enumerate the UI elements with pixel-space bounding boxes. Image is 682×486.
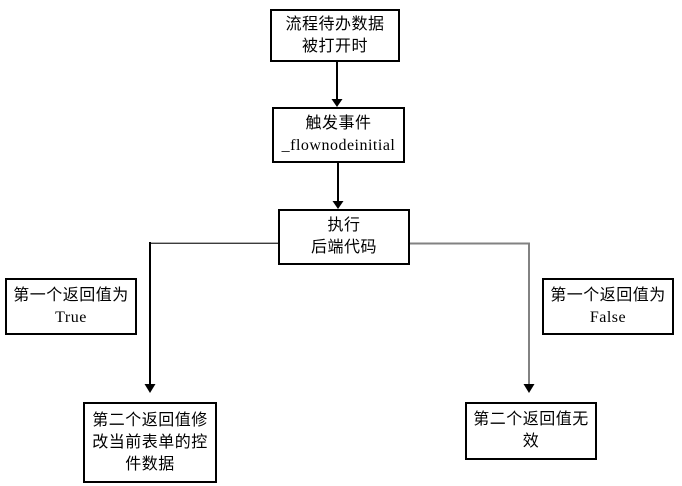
node-trigger-line1: 触发事件: [305, 115, 372, 132]
node-outcome-invalid: 第二个返回值无 效: [465, 402, 597, 460]
node-branch-label-false: 第一个返回值为 False: [542, 278, 674, 335]
node-outcome-true-line3: 件数据: [125, 455, 175, 473]
node-outcome-false-line1: 第二个返回值无: [473, 411, 589, 428]
node-outcome-modify-form: 第二个返回值修 改当前表单的控 件数据: [83, 402, 217, 483]
node-execute-line1: 执行: [327, 217, 361, 234]
node-execute-line2: 后端代码: [310, 239, 377, 256]
node-start: 流程待办数据 被打开时: [270, 9, 400, 62]
node-trigger-line2: _flownodeinitial: [281, 137, 396, 154]
node-execute-backend: 执行 后端代码: [278, 209, 410, 265]
arrowhead-outcome-false: [523, 384, 535, 393]
node-branch-false-line1: 第一个返回值为: [550, 286, 666, 304]
node-outcome-true-line1: 第二个返回值修: [92, 411, 208, 429]
arrowhead-trigger: [331, 99, 343, 107]
arrowhead-execute: [332, 201, 344, 209]
node-start-line2: 被打开时: [301, 37, 368, 55]
node-branch-true-line2: True: [55, 308, 87, 326]
node-outcome-false-line2: 效: [522, 433, 540, 450]
arrowhead-outcome-true: [144, 384, 156, 393]
node-branch-false-line2: False: [589, 308, 627, 326]
node-outcome-true-line2: 改当前表单的控: [92, 433, 208, 451]
node-trigger-event: 触发事件 _flownodeinitial: [272, 107, 405, 163]
node-start-line1: 流程待办数据: [285, 15, 385, 33]
node-branch-label-true: 第一个返回值为 True: [5, 278, 137, 335]
node-branch-true-line1: 第一个返回值为: [13, 286, 129, 304]
